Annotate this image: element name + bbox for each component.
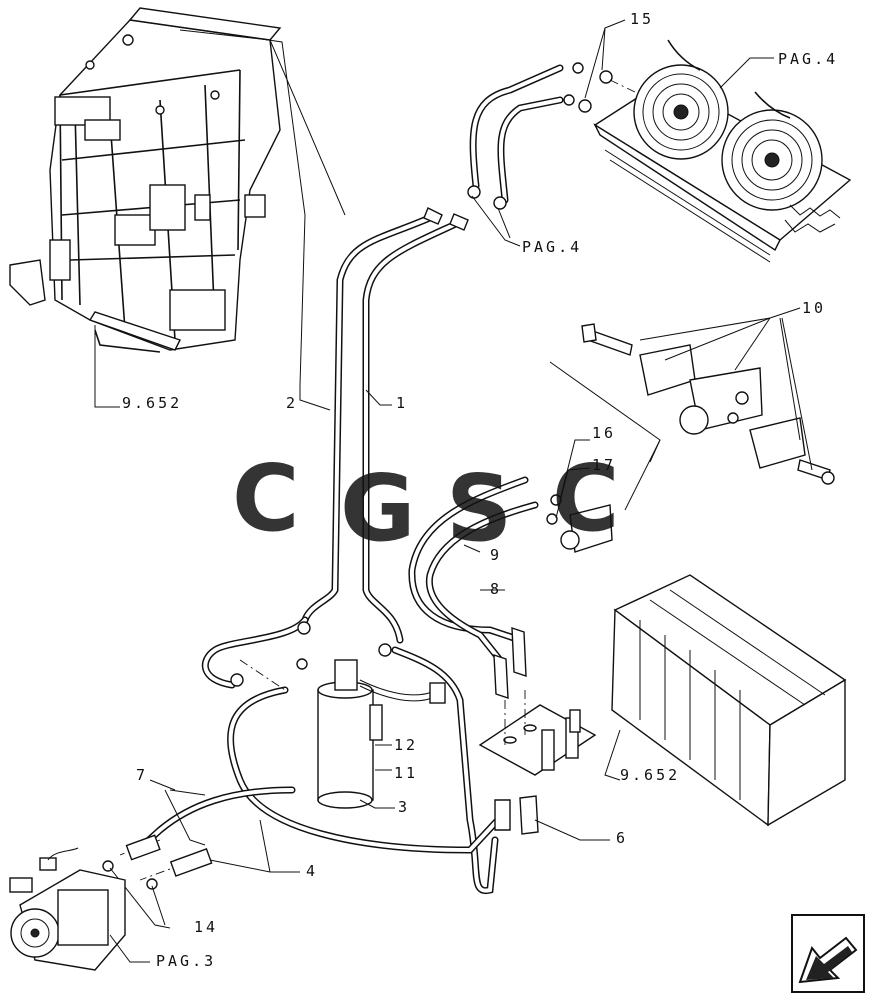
ref-cab: 9.652 — [122, 394, 182, 412]
callout-2: 2 — [286, 394, 298, 412]
callout-1: 1 — [396, 394, 408, 412]
watermark: C G S C — [232, 445, 620, 562]
watermark-letter-c2: C — [552, 445, 620, 552]
callout-8: 8 — [490, 580, 502, 598]
condenser-illustration — [593, 39, 852, 263]
callout-16: 16 — [592, 424, 616, 442]
callout-3: 3 — [398, 798, 410, 816]
ref-condenser-mid: PAG.4 — [522, 238, 582, 256]
callout-7: 7 — [136, 766, 148, 784]
manifold-plate — [478, 704, 597, 776]
callout-15: 15 — [630, 10, 654, 28]
callout-6: 6 — [616, 829, 628, 847]
watermark-letter-g: G — [340, 455, 416, 562]
expansion-valve-exploded — [581, 323, 835, 485]
ref-compressor: PAG.3 — [156, 952, 216, 970]
heater-core-illustration — [611, 574, 847, 827]
cab-illustration — [9, 7, 282, 353]
callout-14: 14 — [194, 918, 218, 936]
callout-12: 12 — [394, 736, 418, 754]
compressor-illustration — [9, 847, 126, 971]
callout-11: 11 — [394, 764, 418, 782]
ref-heater: 9.652 — [620, 766, 680, 784]
callout-17: 17 — [592, 456, 616, 474]
watermark-letter-c1: C — [232, 445, 300, 552]
ref-condenser-top: PAG.4 — [778, 50, 838, 68]
callout-4: 4 — [306, 862, 318, 880]
callout-10: 10 — [802, 299, 826, 317]
back-arrow-icon[interactable] — [791, 914, 865, 993]
callout-9: 9 — [490, 546, 502, 564]
watermark-letter-s: S — [446, 455, 512, 562]
callout-labels: 1 2 3 4 6 7 8 9 10 11 12 14 15 16 17 9.6… — [122, 10, 838, 970]
receiver-drier-illustration — [317, 659, 446, 809]
